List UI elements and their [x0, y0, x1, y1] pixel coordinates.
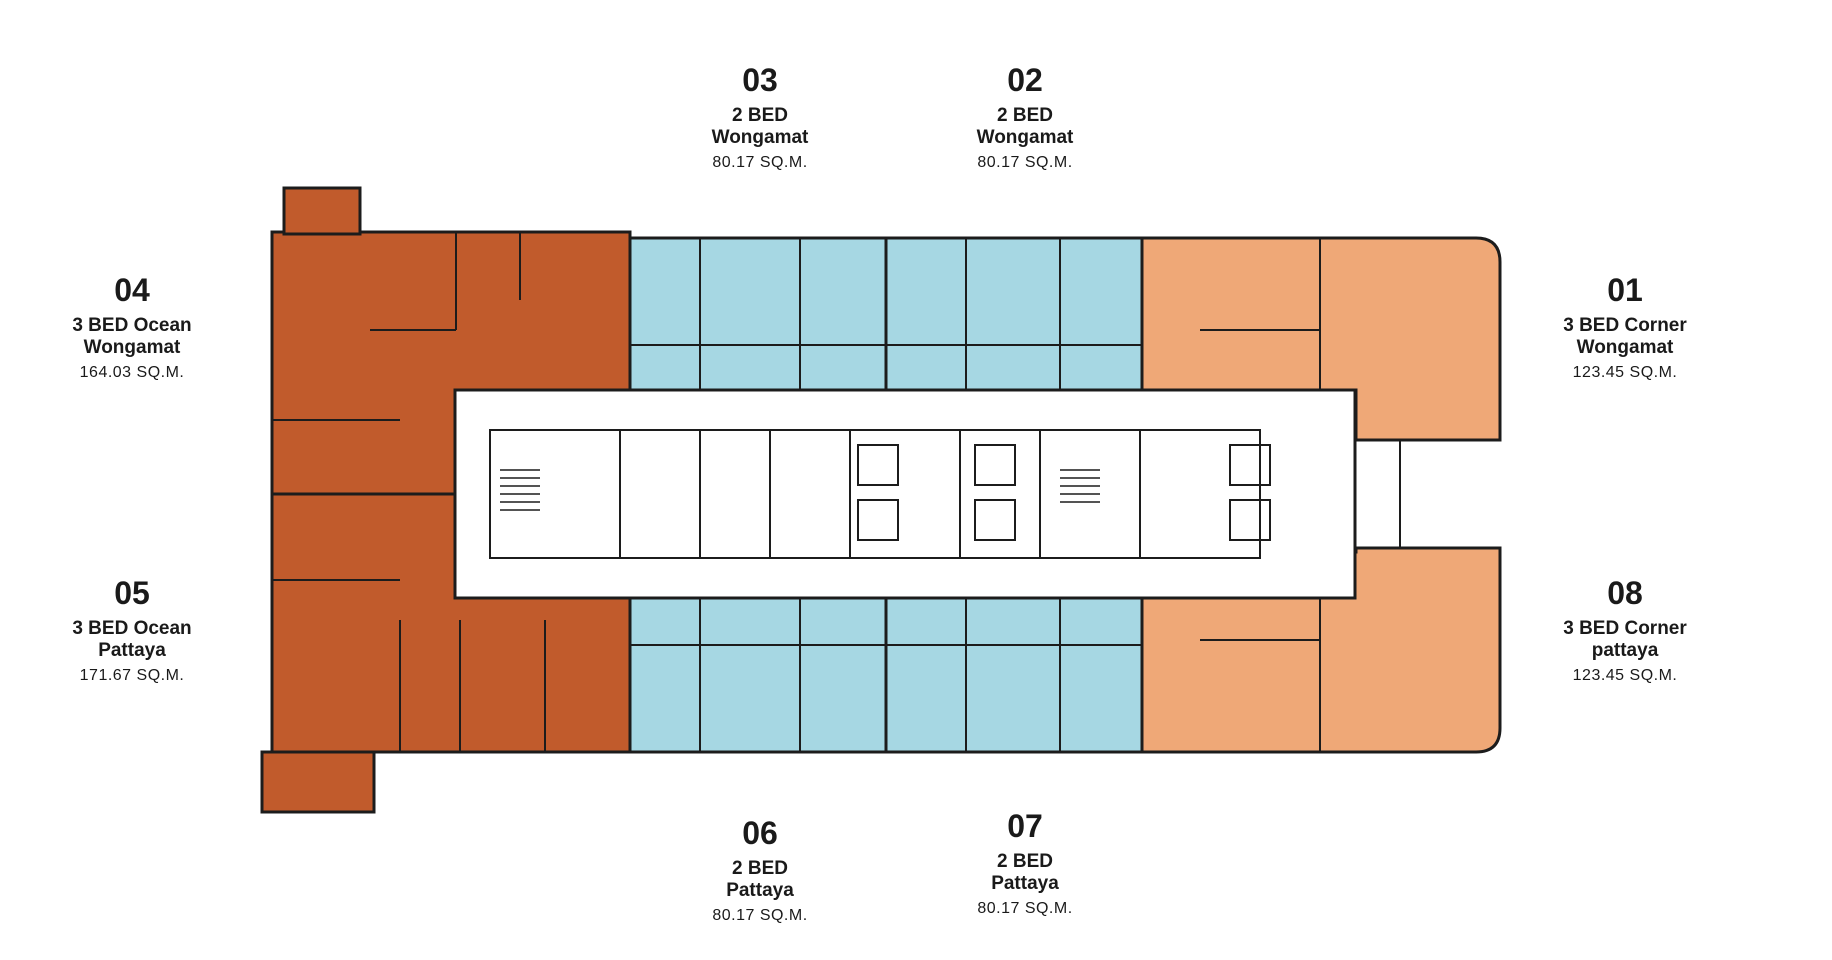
- unit-location: pattaya: [1591, 639, 1659, 661]
- unit-location: Wongamat: [711, 126, 809, 148]
- unit-location: Pattaya: [991, 872, 1059, 894]
- unit-area: 164.03 SQ.M.: [79, 364, 185, 382]
- unit-number: 02: [1007, 62, 1043, 98]
- unit-number: 06: [742, 815, 778, 851]
- unit-06-area[interactable]: [628, 596, 888, 754]
- unit-01-label: 01 3 BED Corner Wongamat 123.45 SQ.M.: [1515, 272, 1735, 383]
- unit-area: 123.45 SQ.M.: [1572, 667, 1678, 685]
- unit-area: 171.67 SQ.M.: [79, 667, 185, 685]
- unit-type: 3 BED Ocean: [72, 617, 192, 639]
- unit-area: 80.17 SQ.M.: [977, 154, 1073, 172]
- unit-04-label: 04 3 BED Ocean Wongamat 164.03 SQ.M.: [22, 272, 242, 383]
- unit-location: Pattaya: [98, 639, 166, 661]
- unit-02-area[interactable]: [884, 236, 1144, 392]
- unit-number: 03: [742, 62, 778, 98]
- unit-area: 123.45 SQ.M.: [1572, 364, 1678, 382]
- unit-number: 04: [114, 272, 150, 308]
- unit-08-label: 08 3 BED Corner pattaya 123.45 SQ.M.: [1515, 575, 1735, 686]
- unit-type: 3 BED Ocean: [72, 314, 192, 336]
- unit-05-area[interactable]: [260, 492, 632, 814]
- unit-number: 07: [1007, 808, 1043, 844]
- unit-number: 01: [1607, 272, 1643, 308]
- unit-area: 80.17 SQ.M.: [977, 900, 1073, 918]
- unit-type: 2 BED: [997, 104, 1053, 126]
- unit-location: Pattaya: [726, 879, 794, 901]
- unit-07-label: 07 2 BED Pattaya 80.17 SQ.M.: [915, 808, 1135, 919]
- unit-02-label: 02 2 BED Wongamat 80.17 SQ.M.: [915, 62, 1135, 173]
- unit-type: 2 BED: [997, 850, 1053, 872]
- unit-type: 3 BED Corner: [1563, 314, 1687, 336]
- unit-number: 05: [114, 575, 150, 611]
- interior-walls: [272, 232, 1401, 752]
- unit-location: Wongamat: [976, 126, 1074, 148]
- unit-type: 2 BED: [732, 857, 788, 879]
- unit-type: 3 BED Corner: [1563, 617, 1687, 639]
- unit-type: 2 BED: [732, 104, 788, 126]
- unit-06-label: 06 2 BED Pattaya 80.17 SQ.M.: [650, 815, 870, 926]
- unit-area: 80.17 SQ.M.: [712, 154, 808, 172]
- unit-location: Wongamat: [83, 336, 181, 358]
- unit-location: Wongamat: [1576, 336, 1674, 358]
- central-core: [453, 388, 1357, 600]
- unit-area: 80.17 SQ.M.: [712, 907, 808, 925]
- unit-04-area[interactable]: [270, 186, 632, 496]
- unit-05-label: 05 3 BED Ocean Pattaya 171.67 SQ.M.: [22, 575, 242, 686]
- unit-03-area[interactable]: [628, 236, 888, 392]
- unit-03-label: 03 2 BED Wongamat 80.17 SQ.M.: [650, 62, 870, 173]
- unit-07-area[interactable]: [884, 596, 1144, 754]
- unit-number: 08: [1607, 575, 1643, 611]
